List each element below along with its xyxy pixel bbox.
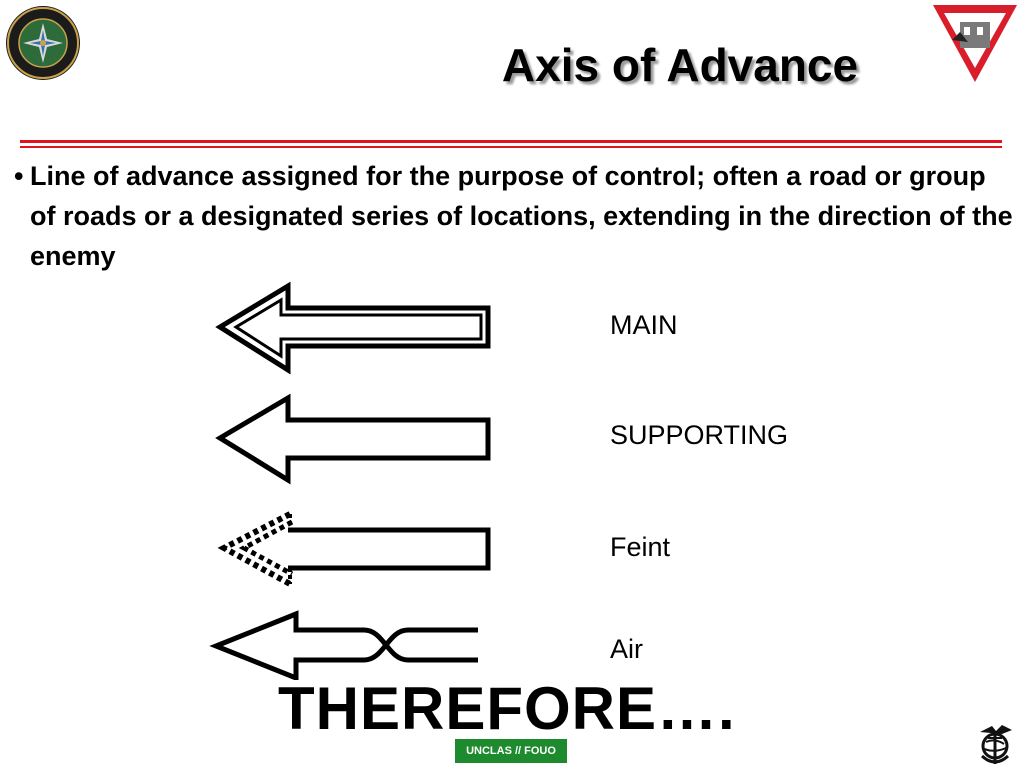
page-title: Axis of Advance: [501, 39, 859, 91]
supporting-axis-label: SUPPORTING: [610, 420, 789, 450]
axis-symbols-graphic: [209, 281, 491, 680]
double-outline-arrow-icon: [215, 281, 491, 375]
bullet-marker: •: [14, 161, 24, 191]
company-level-intelligence-cell-triangle-icon: [933, 5, 1017, 82]
title-divider-bottom: [20, 146, 1002, 148]
classification-banner: UNCLAS // FOUO: [455, 739, 567, 763]
title-divider-top: [20, 140, 1002, 143]
definition-text: Line of advance assigned for the purpose…: [30, 161, 1013, 271]
single-outline-arrow-icon: [215, 393, 491, 485]
air-axis-label: Air: [610, 634, 643, 664]
dashed-head-arrow-icon: [217, 511, 491, 587]
main-axis-label: MAIN: [610, 310, 678, 340]
definition-bullet: • Line of advance assigned for the purpo…: [14, 156, 1014, 276]
eagle-globe-anchor-emblem-icon: [980, 725, 1012, 764]
marine-corps-intelligence-schools-seal-icon: [6, 6, 80, 80]
therefore-heading: THEREFORE….: [278, 675, 736, 742]
feint-axis-label: Feint: [610, 532, 671, 562]
air-axis-arrow-icon: [209, 610, 478, 680]
